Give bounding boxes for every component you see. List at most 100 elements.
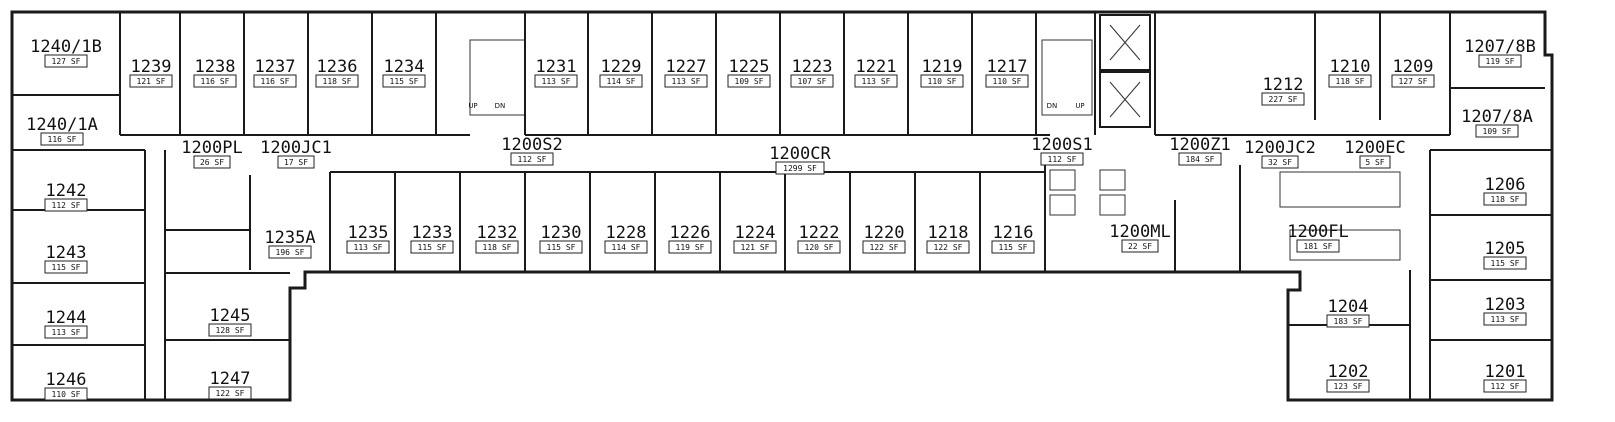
room-area: 118 SF — [1491, 195, 1520, 204]
room-area-box — [862, 240, 906, 254]
room-area: 113 SF — [1491, 315, 1520, 324]
room-number: 1202 — [1328, 362, 1369, 382]
room-number: 1246 — [46, 370, 87, 390]
room-area: 127 SF — [52, 57, 81, 66]
room-number: 1200PL — [181, 138, 242, 158]
room-area: 118 SF — [483, 243, 512, 252]
elevator-2 — [1099, 71, 1151, 128]
room-area: 113 SF — [354, 243, 383, 252]
room-area: 110 SF — [928, 77, 957, 86]
room-area-box — [985, 74, 1029, 88]
room-number: 1218 — [928, 223, 969, 243]
room-area-box — [920, 74, 964, 88]
room-number: 1210 — [1330, 57, 1371, 77]
room-area-box — [40, 132, 84, 146]
stair-up-label-east: UP — [1075, 102, 1084, 110]
room-area: 181 SF — [1304, 242, 1333, 251]
room-area-box — [208, 323, 252, 337]
room-area-box — [1359, 155, 1391, 169]
room-number: 1203 — [1485, 295, 1526, 315]
room-area: 112 SF — [52, 201, 81, 210]
room-area: 114 SF — [607, 77, 636, 86]
room-number: 1243 — [46, 243, 87, 263]
room-number: 1240/1B — [30, 37, 102, 57]
room-number: 1235 — [348, 223, 389, 243]
room-area-box — [1261, 92, 1305, 106]
room-area: 114 SF — [612, 243, 641, 252]
room-number: 1235A — [264, 228, 315, 248]
room-area-box — [475, 240, 519, 254]
room-number: 1233 — [412, 223, 453, 243]
room-area: 122 SF — [216, 389, 245, 398]
room-number: 1220 — [864, 223, 905, 243]
room-number: 1226 — [670, 223, 711, 243]
room-number: 1232 — [477, 223, 518, 243]
room-number: 1230 — [541, 223, 582, 243]
room-area: 113 SF — [542, 77, 571, 86]
room-number: 1234 — [384, 57, 425, 77]
stair-down-label-east: DN — [1047, 102, 1058, 110]
room-area: 109 SF — [735, 77, 764, 86]
room-area-box — [510, 152, 554, 166]
room-area: 183 SF — [1334, 317, 1363, 326]
stair-east — [1041, 39, 1093, 116]
room-number: 1219 — [922, 57, 963, 77]
room-area: 110 SF — [993, 77, 1022, 86]
room-area: 128 SF — [216, 326, 245, 335]
room-area: 112 SF — [518, 155, 547, 164]
room-number: 1200Z1 — [1169, 135, 1230, 155]
room-area: 116 SF — [201, 77, 230, 86]
room-number: 1227 — [666, 57, 707, 77]
room-area: 115 SF — [390, 77, 419, 86]
room-number: 1207/8A — [1461, 107, 1533, 127]
room-area: 119 SF — [676, 243, 705, 252]
room-area-box — [668, 240, 712, 254]
room-area-box — [854, 74, 898, 88]
room-area-box — [44, 325, 88, 339]
room-area-box — [44, 260, 88, 274]
room-area-box — [599, 74, 643, 88]
room-number: 1238 — [195, 57, 236, 77]
room-area-box — [790, 74, 834, 88]
room-area-box — [727, 74, 771, 88]
room-area-box — [208, 386, 252, 400]
room-area-box — [1326, 314, 1370, 328]
room-area: 26 SF — [200, 158, 224, 167]
room-area-box — [1475, 124, 1519, 138]
room-area: 112 SF — [1048, 155, 1077, 164]
room-area-box — [1483, 312, 1527, 326]
room-area: 32 SF — [1268, 158, 1292, 167]
room-area: 116 SF — [261, 77, 290, 86]
